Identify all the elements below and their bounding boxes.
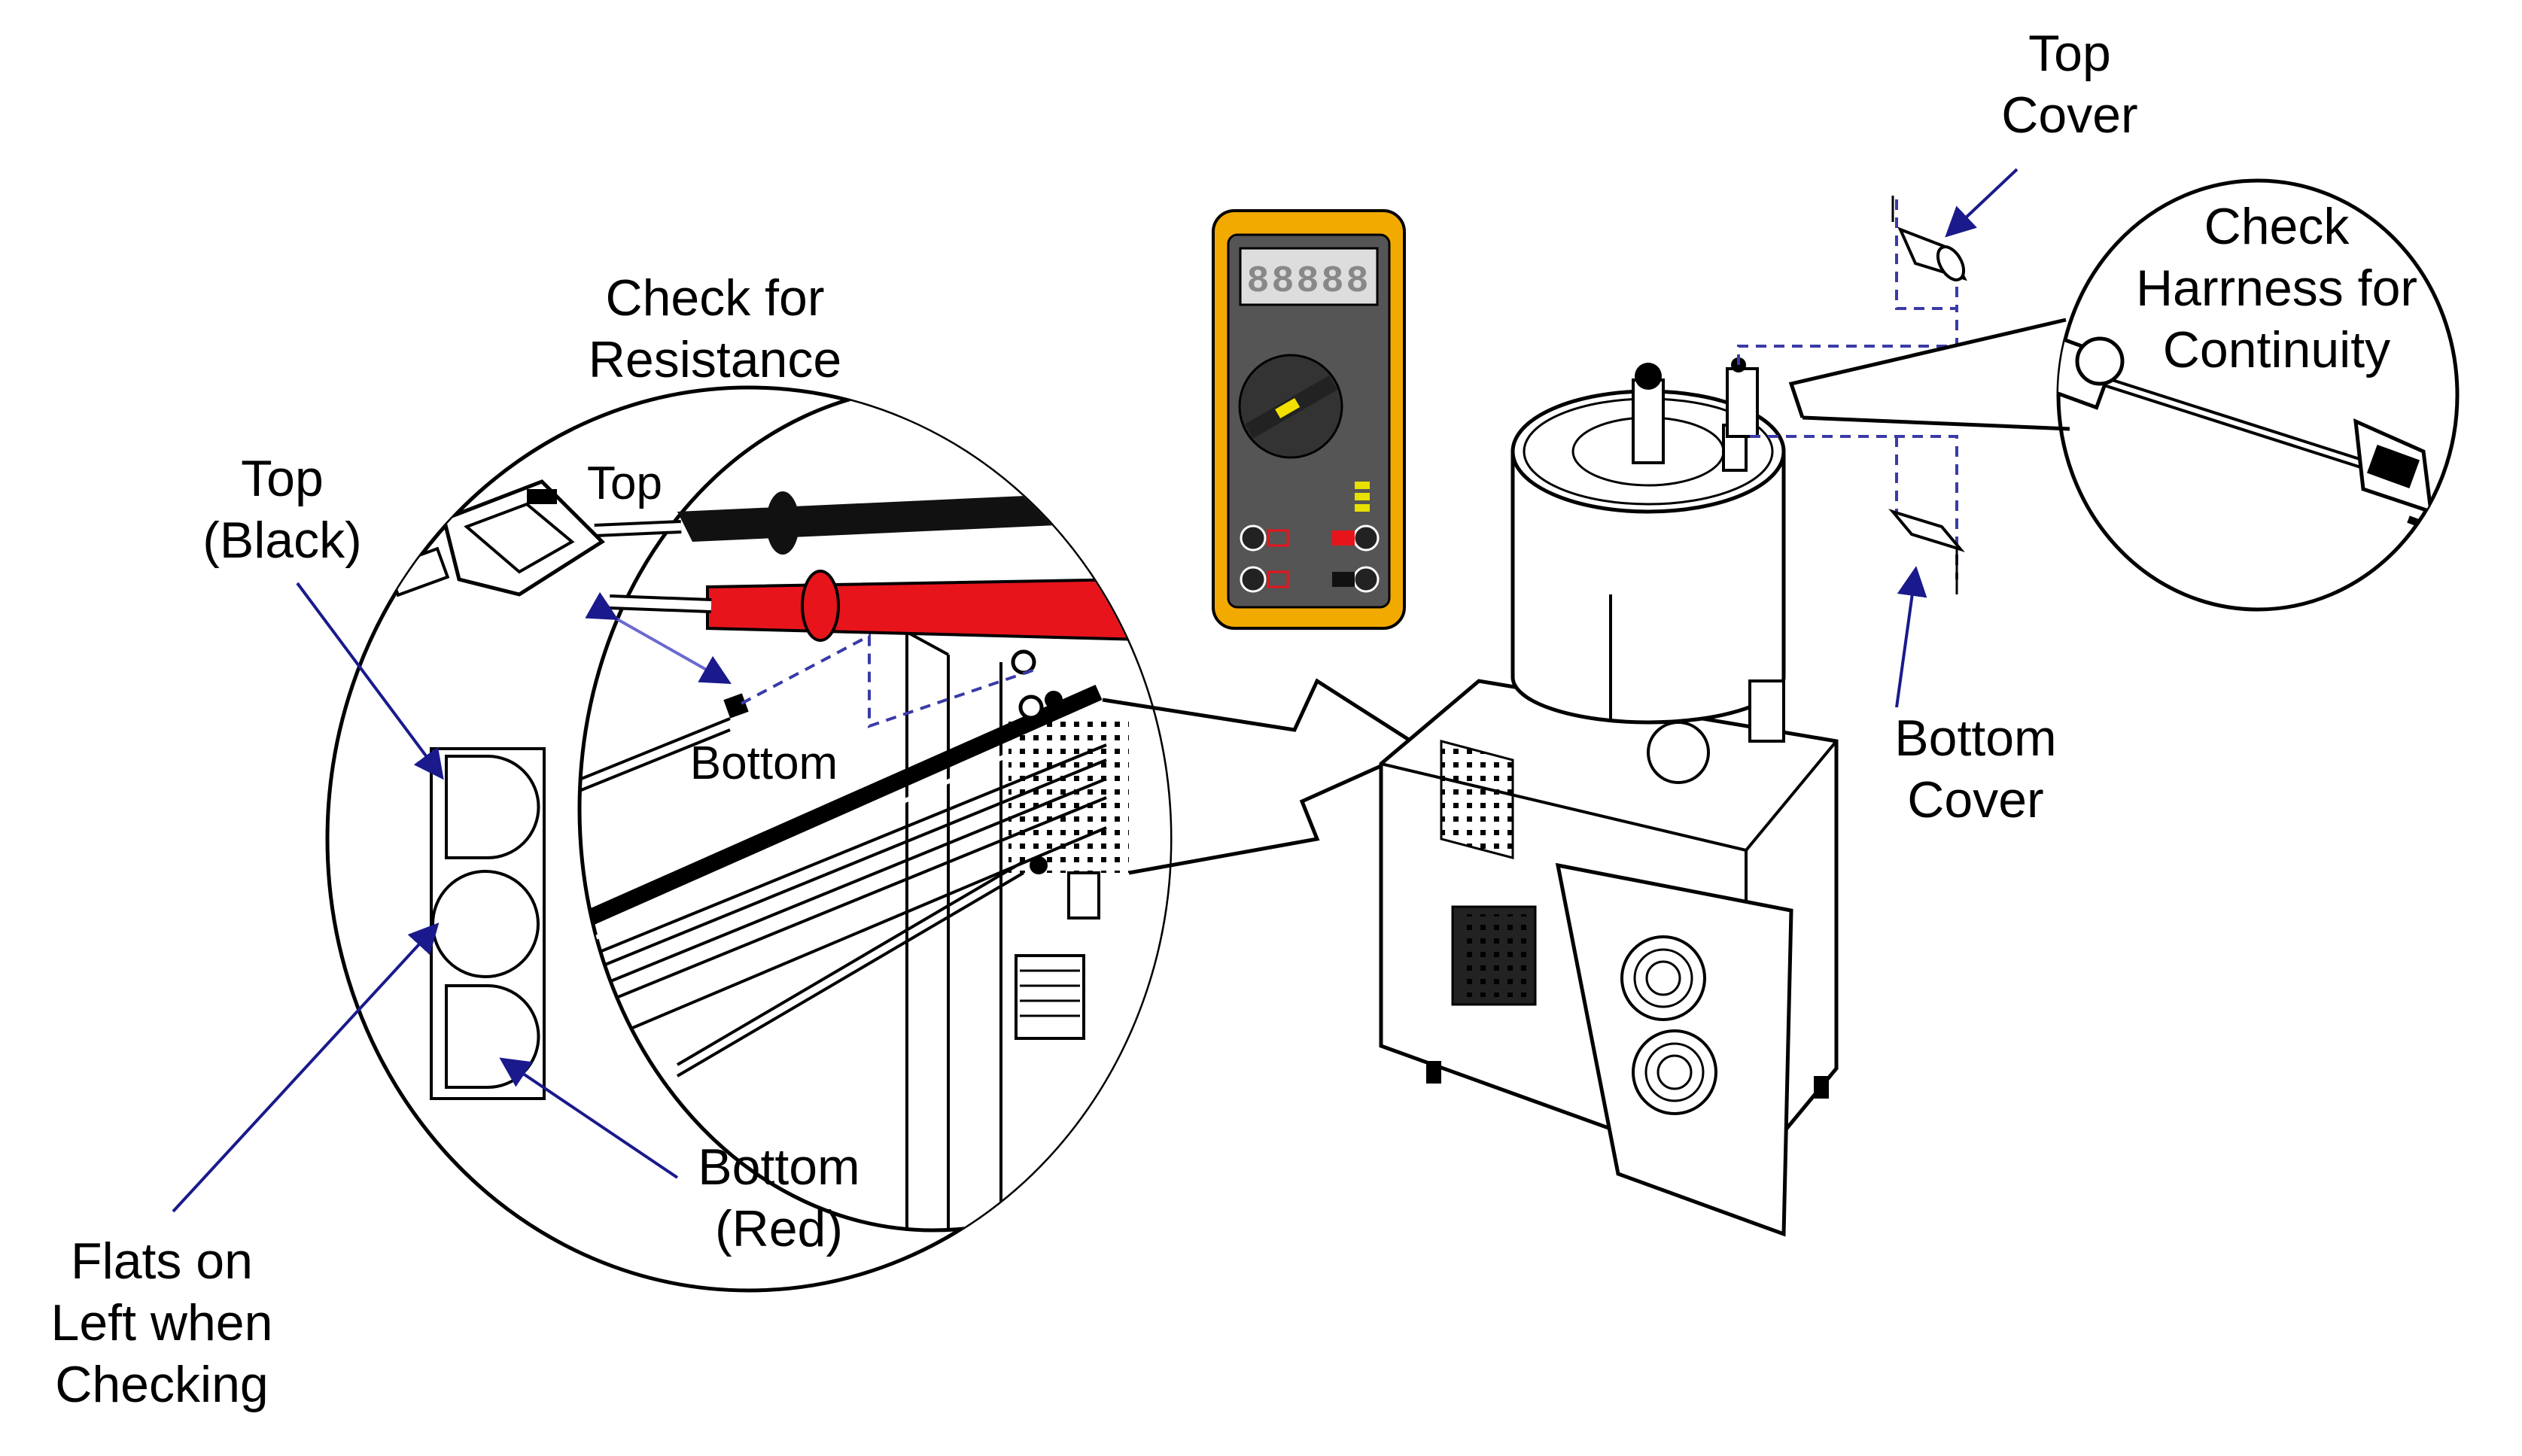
inner-detail (580, 631, 1129, 1230)
magnified-view (325, 385, 1173, 1293)
harness-connector (385, 479, 605, 597)
probe-bottom-label: Bottom (689, 737, 838, 789)
check-harness-label: Check Harrness for Continuity (2135, 198, 2418, 378)
bottom-cover-label: Bottom Cover (1894, 710, 2057, 828)
top-cover-part (1891, 196, 1967, 281)
top-black-label: Top (Black) (202, 450, 362, 569)
leader-arrows (172, 168, 2019, 1213)
probe-top-label: Top (587, 457, 662, 509)
multimeter: 88888 (1212, 209, 1406, 630)
top-cover-label: Top Cover (2001, 25, 2138, 144)
check-resistance-label: Check for Resistance (588, 269, 842, 388)
connector-face (430, 747, 546, 1100)
bottom-red-label: Bottom (Red) (698, 1138, 860, 1257)
callout-pointer (1102, 678, 1413, 875)
bottom-cover-part (1888, 509, 1965, 594)
flats-label: Flats on Left when Checking (50, 1233, 273, 1413)
meter-display: 88888 (1246, 260, 1371, 303)
harness-detail (1788, 178, 2460, 612)
machine (1379, 357, 1839, 1237)
exploded-lines (1737, 199, 1958, 579)
